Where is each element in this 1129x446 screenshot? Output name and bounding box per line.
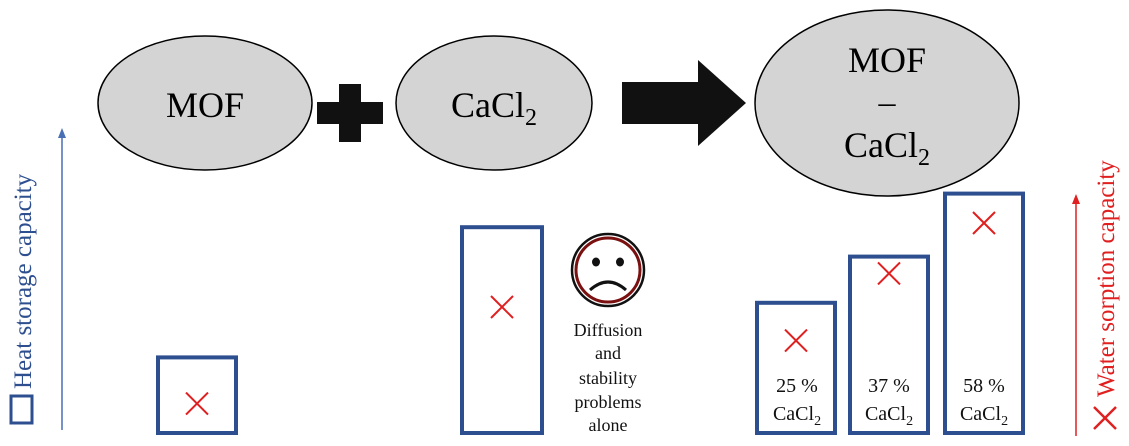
product-ellipse-group: MOF – CaCl2 — [754, 9, 1020, 197]
mof-ellipse — [97, 35, 313, 171]
bar-4-cross-icon — [877, 261, 901, 286]
right-axis-label: Water sorption capacity — [1093, 160, 1120, 397]
left-axis-label: Heat storage capacity — [10, 173, 37, 389]
left-axis: Heat storage capacity — [9, 128, 66, 430]
bars-layer — [156, 191, 1025, 435]
right-axis: Water sorption capacity — [1072, 160, 1120, 436]
bar-4-pct-label: 37 % — [868, 375, 910, 397]
bar-4-outline — [848, 254, 930, 435]
sad-note-line3: stability — [579, 368, 637, 388]
product-dash: – — [878, 84, 897, 121]
cacl2-ellipse — [395, 35, 593, 171]
sad-face-icon — [570, 232, 646, 308]
left-axis-arrowhead — [58, 128, 66, 138]
right-axis-arrowhead — [1072, 194, 1080, 204]
bar-5-cross-icon — [972, 211, 996, 235]
right-axis-legend-cross-icon — [1093, 406, 1117, 430]
bar-3-cross-icon — [784, 328, 808, 353]
plus-icon — [317, 84, 383, 142]
mof-ellipse-group: MOF — [97, 35, 313, 171]
product-cacl2: CaCl2 — [844, 125, 930, 171]
sad-note-line5: alone — [589, 415, 628, 435]
bar-5-cacl2-label: CaCl2 — [960, 403, 1008, 429]
bar-5-pct-label: 58 % — [963, 375, 1005, 397]
left-axis-legend-square-icon — [9, 394, 34, 425]
sad-note: Diffusion and stability problems alone — [574, 320, 643, 435]
bar-3-cacl2-label: CaCl2 — [773, 403, 821, 429]
cacl2-ellipse-group: CaCl2 — [395, 35, 593, 171]
bar-1-cross-icon — [185, 391, 209, 416]
sad-note-line2: and — [595, 343, 621, 363]
mof-label: MOF — [166, 85, 244, 125]
bar-5-outline — [943, 191, 1025, 435]
sad-note-line1: Diffusion — [574, 320, 643, 340]
bar-3-outline — [755, 300, 837, 435]
product-line1: MOF — [848, 40, 926, 80]
sad-note-line4: problems — [575, 392, 642, 412]
bar-2-outline — [460, 225, 544, 435]
bar-3-pct-label: 25 % — [776, 375, 818, 397]
bar-labels: 25 % CaCl2 37 % CaCl2 58 % CaCl2 — [773, 375, 1008, 429]
cacl2-label: CaCl2 — [451, 85, 537, 131]
bar-1-outline — [156, 355, 238, 435]
product-ellipse — [754, 9, 1020, 197]
reaction-arrow-icon — [622, 60, 746, 146]
bar-4-cacl2-label: CaCl2 — [865, 403, 913, 429]
bar-2-cross-icon — [490, 295, 514, 319]
